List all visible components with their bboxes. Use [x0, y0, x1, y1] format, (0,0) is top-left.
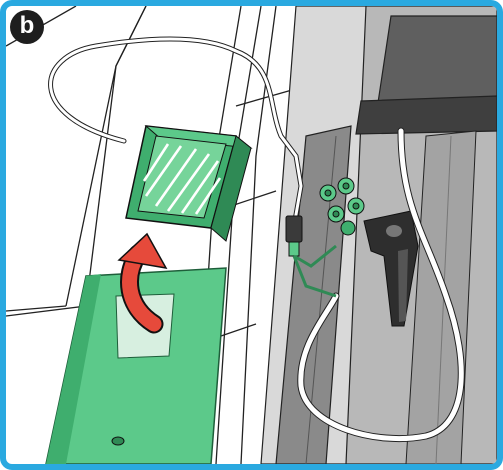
step-badge: b	[10, 10, 44, 44]
installation-illustration	[6, 6, 497, 464]
